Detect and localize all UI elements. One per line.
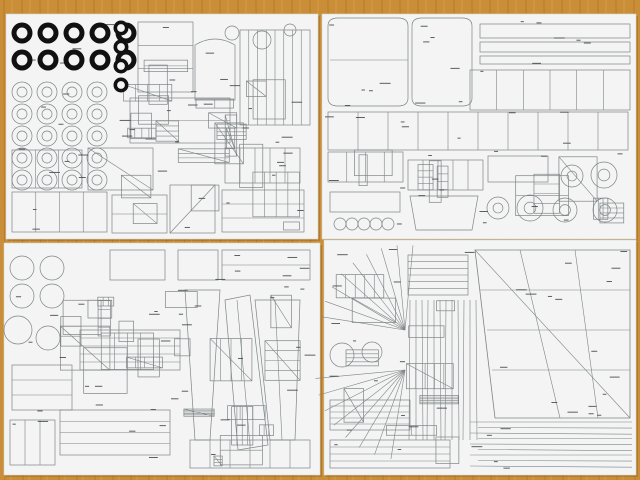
tire-icon [37,49,59,71]
tire-icon [113,77,129,93]
tire-icon-group [11,20,137,93]
tire-icon [11,49,33,71]
sheet-top-left [5,13,320,241]
tire-icon [113,20,129,36]
sheet-bottom-right [315,239,638,477]
sheet-bottom-left [3,242,322,477]
tire-icon [89,22,111,44]
tire-icon [37,22,59,44]
tire-icon [63,22,85,44]
tire-icon [63,49,85,71]
tire-icon [113,39,129,55]
tire-icon [11,22,33,44]
sheet-top-right [321,13,638,241]
tire-icon [113,58,129,74]
tire-icon [89,49,111,71]
